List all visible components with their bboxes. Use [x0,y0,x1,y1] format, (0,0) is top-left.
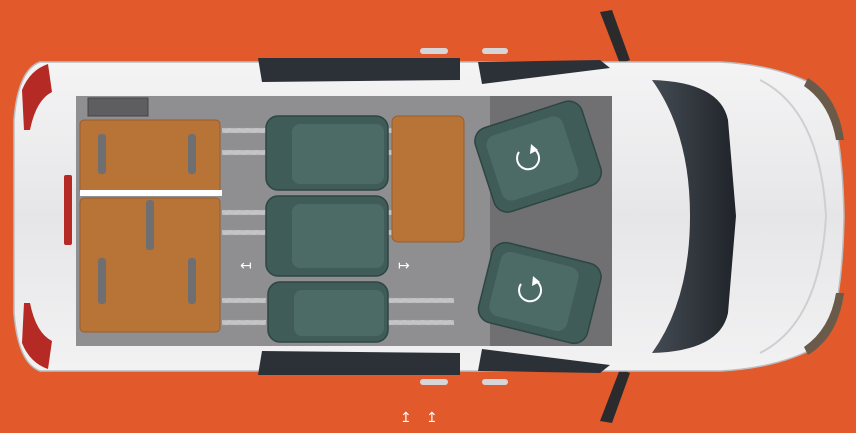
bed-slot [98,134,106,174]
arrow-left-bar-icon: ↤ [240,258,252,274]
fold-out-table [392,116,464,242]
door-handle-top-1 [420,48,448,54]
seat-rail [222,210,266,215]
bed-slot [188,258,196,304]
rear-storage-box [88,98,148,116]
rear-bench-seat-3 [268,282,388,342]
bed-slot [146,200,154,250]
seat-rail [222,298,266,303]
rear-bench-seat-2 [266,196,388,276]
rear-bench-seat-1 [266,116,388,190]
seat-rail [222,320,266,325]
side-window-bottom-rear [258,351,460,375]
arrow-up-bar-icon: ↥ [400,410,412,426]
side-window-top-rear [258,58,460,82]
bed-slot [98,258,106,304]
seat-rail [222,230,266,235]
bed-slot [188,134,196,174]
door-handle-bottom-2 [482,379,508,385]
door-handle-bottom-1 [420,379,448,385]
folding-bed [80,120,222,332]
brake-light [64,175,72,245]
seat-rail [222,128,266,133]
seat-rail [388,320,454,325]
seat-rail [222,150,266,155]
seat-rail [388,298,454,303]
bed-hinge [80,190,222,196]
arrow-up-bar-icon: ↥ [426,410,438,426]
arrow-right-bar-icon: ↦ [398,258,410,274]
door-handle-top-2 [482,48,508,54]
